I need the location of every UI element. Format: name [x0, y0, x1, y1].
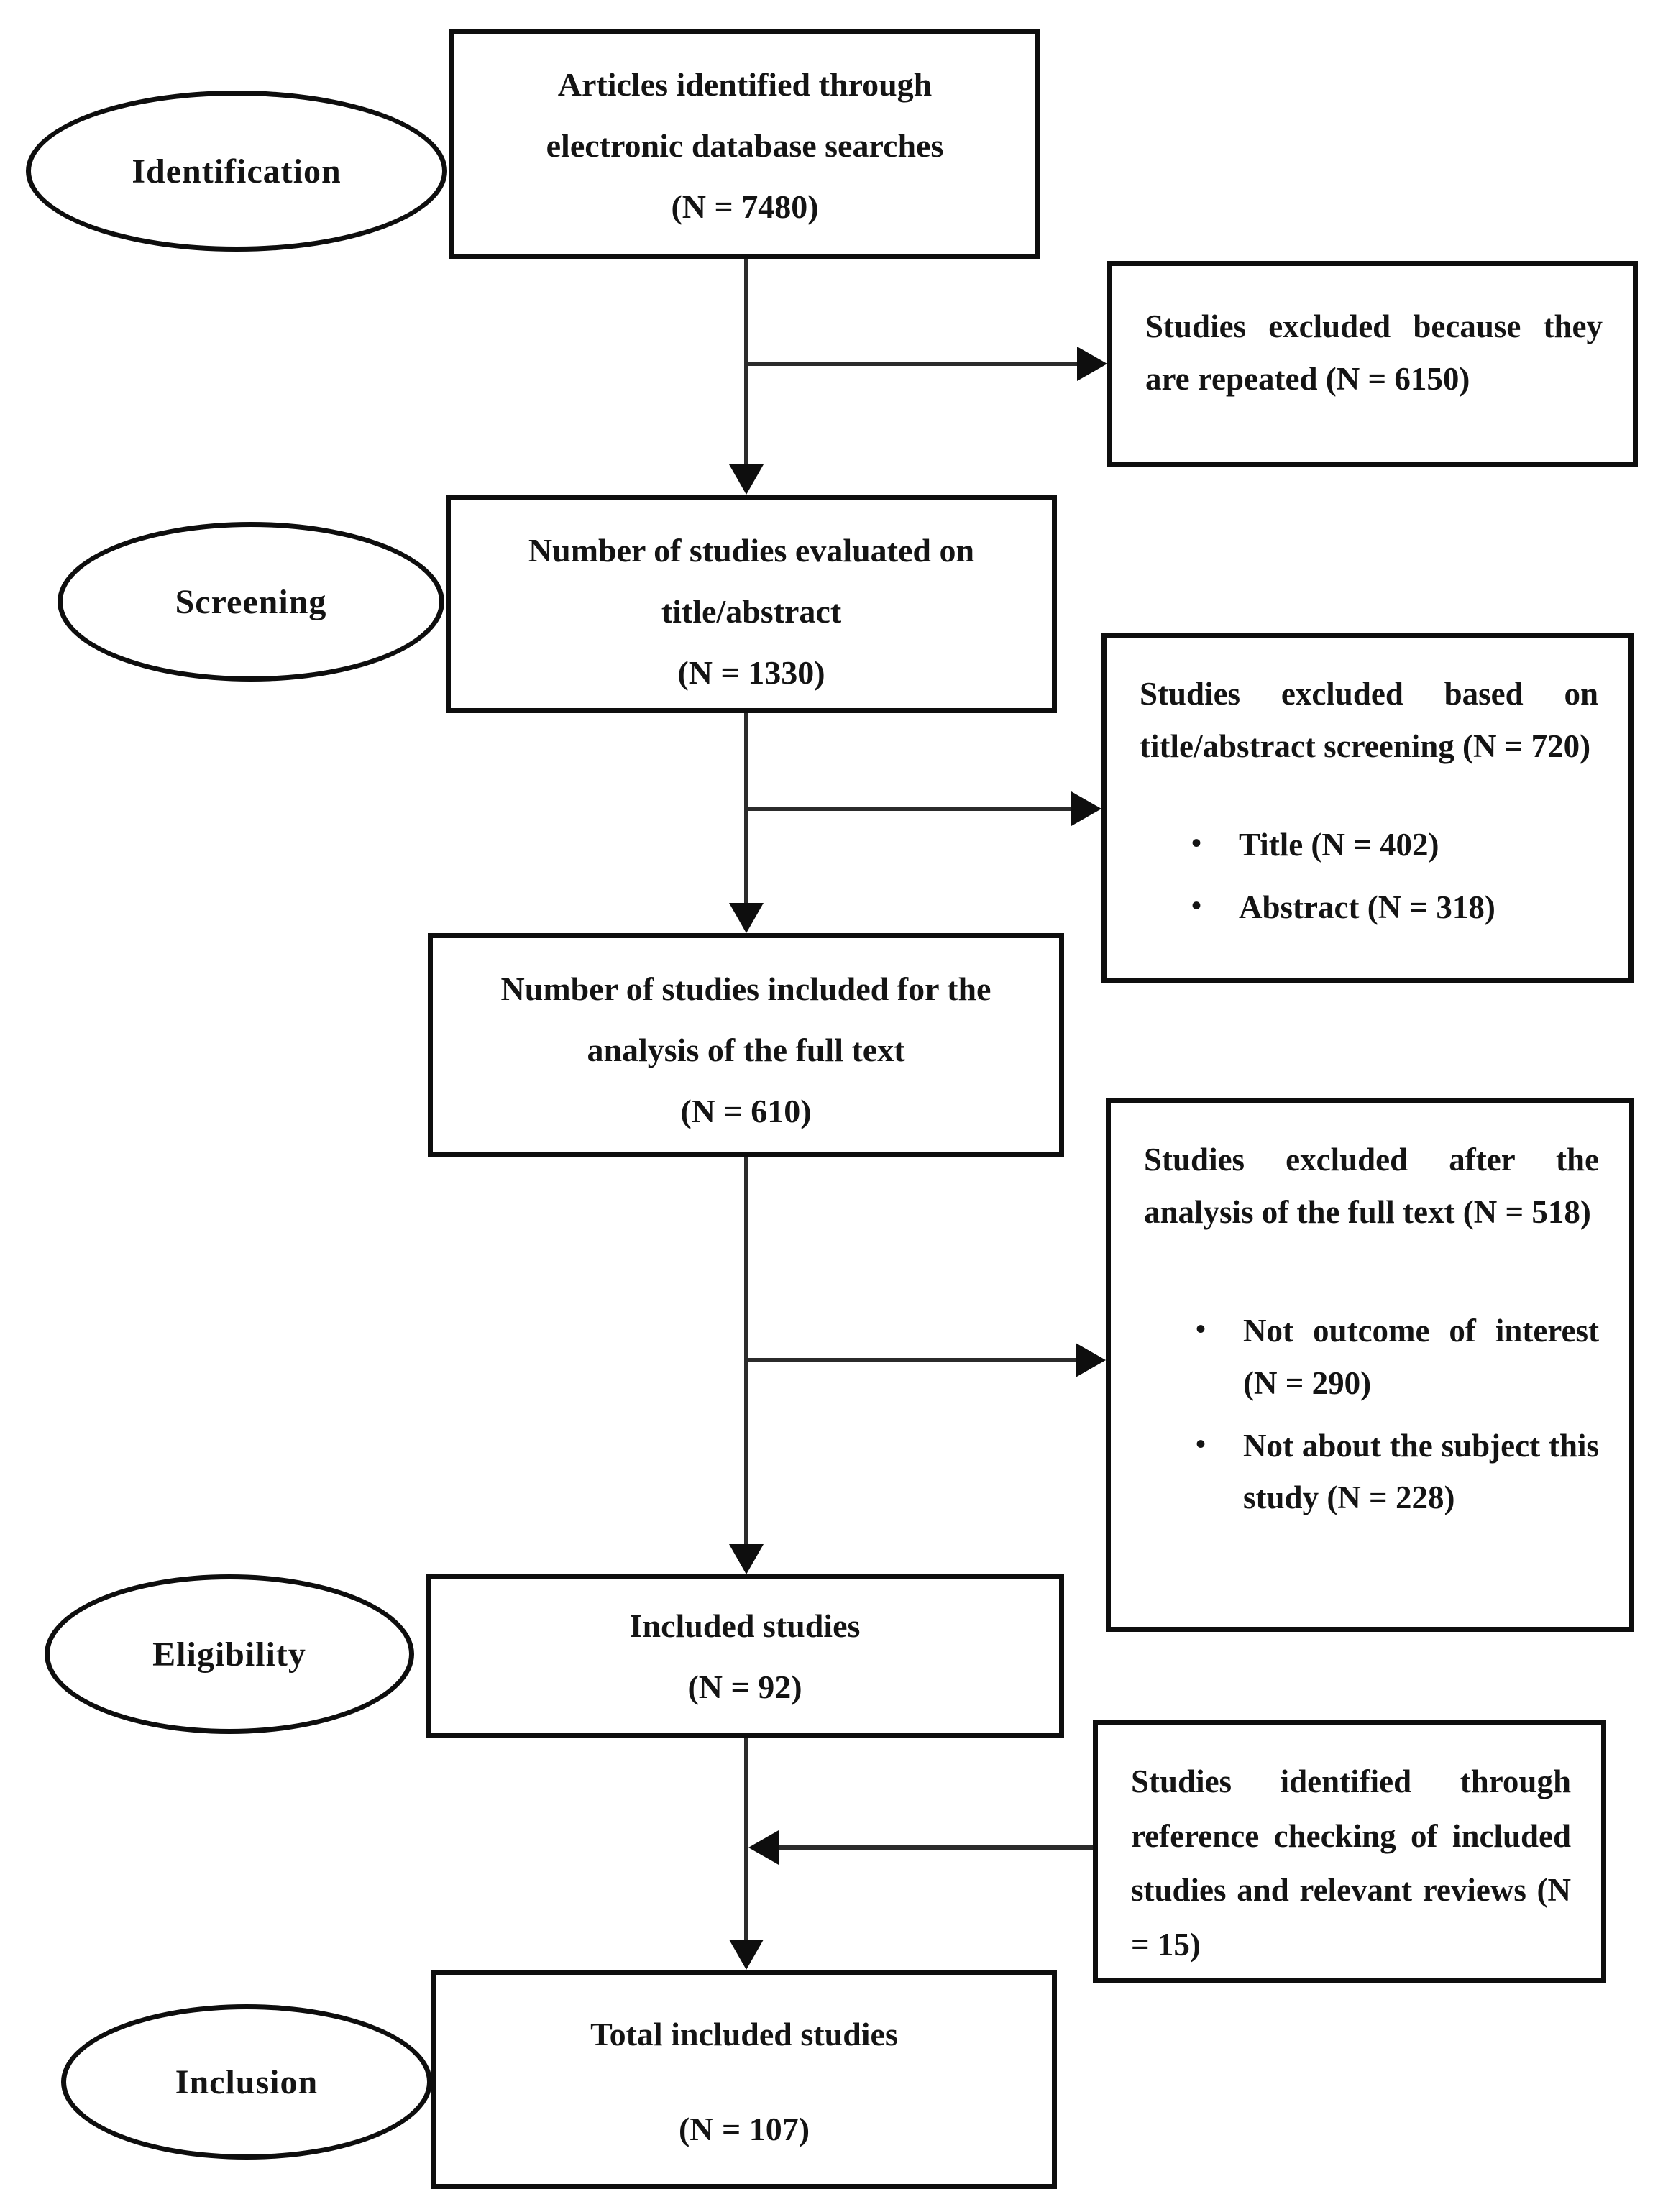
side-box-fulltext-excluded: Studies excluded after the analysis of t…	[1106, 1098, 1634, 1632]
bullet-icon: •	[1196, 1427, 1206, 1460]
arrow-down-icon	[729, 1940, 764, 1970]
side-box-screening-text: Studies excluded based on title/abstract…	[1140, 676, 1598, 764]
bullet-text-outcome: Not outcome of interest (N = 290)	[1243, 1312, 1599, 1401]
flow-box-identified-line2: electronic database searches	[546, 127, 944, 165]
arrow-right-icon	[1076, 1343, 1106, 1377]
screening-excluded-bullet-list: • Title (N = 402) • Abstract (N = 318)	[1140, 819, 1598, 934]
bullet-text-subject: Not about the subject this study (N = 22…	[1243, 1427, 1599, 1516]
bullet-icon: •	[1196, 1312, 1206, 1345]
branch-to-fulltext-excluded	[746, 1358, 1077, 1362]
connector-screened-to-fulltext	[744, 713, 748, 913]
bullet-text-abstract: Abstract (N = 318)	[1239, 889, 1495, 925]
arrow-down-icon	[729, 1544, 764, 1574]
stage-ellipse-identification: Identification	[26, 91, 447, 252]
flow-box-identified-line1: Articles identified through	[557, 66, 933, 103]
list-item: • Abstract (N = 318)	[1191, 881, 1598, 934]
side-box-reference-checking: Studies identified through reference che…	[1093, 1720, 1606, 1983]
flow-box-total-included: Total included studies (N = 107)	[431, 1970, 1057, 2189]
list-item: • Not outcome of interest (N = 290)	[1196, 1305, 1599, 1410]
flow-box-fulltext-line2: analysis of the full text	[587, 1032, 905, 1069]
flow-box-screened-count: (N = 1330)	[677, 654, 825, 692]
flow-box-fulltext: Number of studies included for the analy…	[428, 933, 1064, 1157]
side-box-repeated-text: Studies excluded because they are repeat…	[1145, 308, 1603, 397]
flow-box-total-included-count: (N = 107)	[678, 2110, 810, 2147]
branch-to-repeated-excluded	[746, 362, 1078, 366]
flow-box-identified-count: (N = 7480)	[671, 188, 819, 226]
stage-ellipse-screening: Screening	[58, 522, 444, 682]
flow-box-total-included-line1: Total included studies	[590, 2016, 898, 2052]
list-item: • Title (N = 402)	[1191, 819, 1598, 871]
stage-label-identification: Identification	[132, 152, 342, 191]
flow-box-screened-line1: Number of studies evaluated on	[528, 532, 975, 569]
connector-fulltext-to-included	[744, 1157, 748, 1554]
stage-label-screening: Screening	[175, 582, 327, 621]
flow-box-screened: Number of studies evaluated on title/abs…	[446, 495, 1057, 713]
flow-box-included-line1: Included studies	[629, 1607, 861, 1644]
stage-label-inclusion: Inclusion	[175, 2062, 319, 2101]
bullet-icon: •	[1191, 889, 1202, 922]
arrow-down-icon	[729, 903, 764, 933]
flow-box-fulltext-line1: Number of studies included for the	[500, 970, 991, 1007]
connector-identified-to-screened	[744, 259, 748, 474]
side-box-screening-excluded: Studies excluded based on title/abstract…	[1101, 633, 1634, 983]
arrow-right-icon	[1071, 791, 1101, 826]
bullet-icon: •	[1191, 826, 1202, 859]
arrow-right-icon	[1077, 347, 1107, 381]
stage-label-eligibility: Eligibility	[152, 1635, 306, 1674]
flow-box-included-count: (N = 92)	[687, 1669, 802, 1706]
connector-included-to-total	[744, 1738, 748, 1950]
stage-ellipse-eligibility: Eligibility	[45, 1574, 414, 1734]
flow-box-identified: Articles identified through electronic d…	[449, 29, 1040, 259]
stage-ellipse-inclusion: Inclusion	[61, 2004, 432, 2160]
branch-to-screening-excluded	[746, 807, 1074, 811]
fulltext-excluded-bullet-list: • Not outcome of interest (N = 290) • No…	[1144, 1305, 1599, 1525]
side-box-repeated-excluded: Studies excluded because they are repeat…	[1107, 261, 1638, 467]
flow-box-screened-line2: title/abstract	[661, 593, 842, 630]
arrow-down-icon	[729, 464, 764, 495]
side-box-reference-text: Studies identified through reference che…	[1131, 1763, 1571, 1963]
side-box-fulltext-text: Studies excluded after the analysis of t…	[1144, 1142, 1599, 1230]
bullet-text-title: Title (N = 402)	[1239, 826, 1439, 863]
flow-box-included: Included studies (N = 92)	[426, 1574, 1064, 1738]
flow-box-fulltext-count: (N = 610)	[680, 1093, 812, 1130]
branch-from-reference-checking	[778, 1845, 1093, 1850]
arrow-left-icon	[748, 1830, 779, 1865]
list-item: • Not about the subject this study (N = …	[1196, 1420, 1599, 1525]
